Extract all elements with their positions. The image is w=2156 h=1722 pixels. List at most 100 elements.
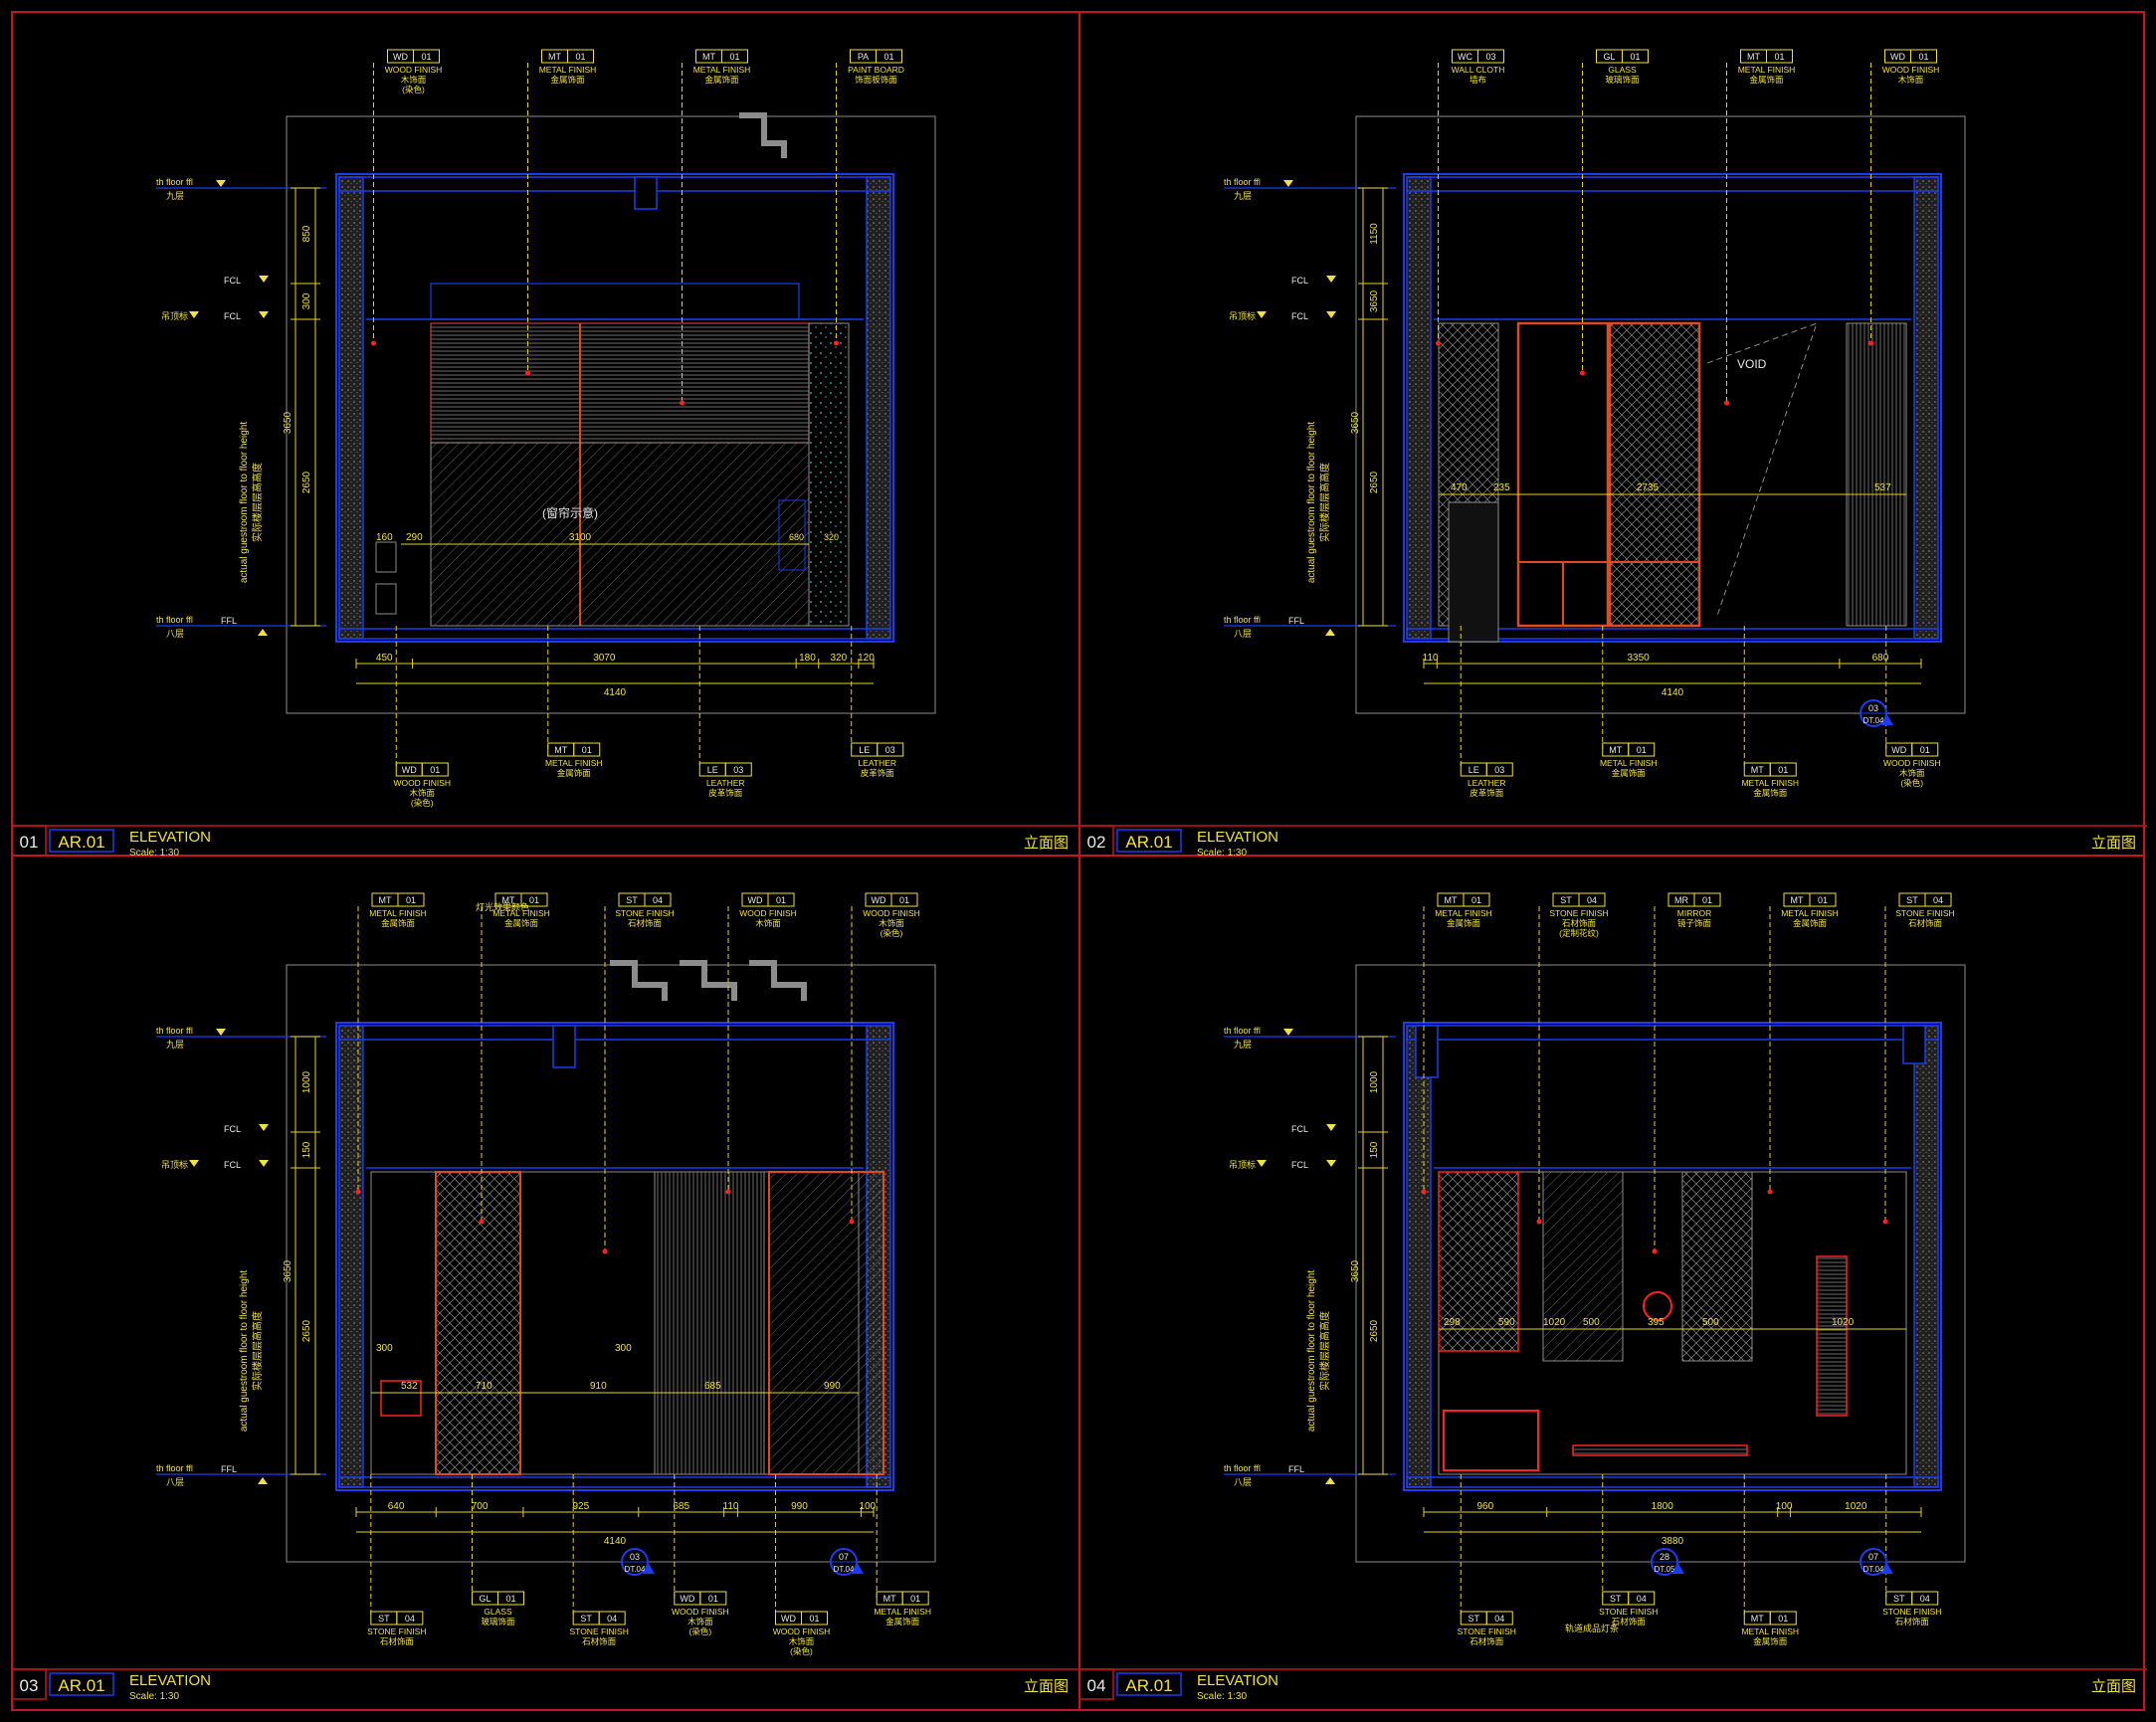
tag-line1: METAL FINISH xyxy=(693,65,751,75)
tag-line1: WOOD FINISH xyxy=(385,65,443,75)
title-num-box xyxy=(11,825,47,857)
tag-line2: 石材饰面 xyxy=(1895,1617,1930,1626)
tag-code: ST xyxy=(1560,895,1572,905)
tag-line2: 皮革饰面 xyxy=(861,768,895,778)
tag-line1: WALL CLOTH xyxy=(1452,65,1505,75)
height-note: actual guestroom floor to floor height xyxy=(1306,1270,1317,1433)
tag-line3: (染色) xyxy=(688,1626,711,1636)
dim-v-text: 150 xyxy=(301,1141,312,1158)
panel-title: ELEVATION xyxy=(1197,1672,1278,1689)
panel-number: 04 xyxy=(1087,1676,1106,1695)
inner-dim: 2735 xyxy=(1637,482,1660,493)
level-arrow-icon xyxy=(1325,629,1335,636)
tag-num: 01 xyxy=(575,52,585,62)
inner-dim: 160 xyxy=(376,532,393,543)
tag-line1: METAL FINISH xyxy=(1600,758,1658,768)
tag-num-box xyxy=(1628,742,1656,757)
level-arrow-icon xyxy=(1257,311,1267,318)
tag-code: MT xyxy=(1609,745,1622,755)
leader-dot xyxy=(1767,1189,1773,1195)
inner-dim: 500 xyxy=(1702,1317,1719,1328)
callout-sheet: DT.04 xyxy=(1863,716,1884,725)
tag-line2: 金属饰面 xyxy=(550,75,585,85)
tag-line1: STONE FINISH xyxy=(569,1626,628,1636)
leader-dot xyxy=(725,1189,731,1195)
fcl-label: FCL xyxy=(224,1160,241,1170)
callout-sheet: DT.04 xyxy=(625,1565,646,1574)
tag-line1: WOOD FINISH xyxy=(739,908,797,918)
dim-h-total: 4140 xyxy=(1662,687,1684,698)
tag-line2: 木饰面 xyxy=(879,918,904,928)
sheet-box xyxy=(49,829,114,853)
sheet-number: AR.01 xyxy=(1125,833,1172,852)
tag-num-box xyxy=(421,762,449,777)
inner-dim: 300 xyxy=(376,1343,393,1354)
tag-line2: 石材饰面 xyxy=(628,918,663,928)
tag-num-box xyxy=(573,742,601,757)
panel-number: 01 xyxy=(20,833,39,852)
fcl-label: FCL xyxy=(1291,311,1308,321)
towel-rack xyxy=(1816,1255,1848,1417)
dim-v-text: 1000 xyxy=(301,1070,312,1093)
window-note: (窗帘示意) xyxy=(542,505,598,520)
drawing-extent xyxy=(1355,115,1966,714)
sheet-number: AR.01 xyxy=(58,1676,104,1695)
dim-h-text: 700 xyxy=(472,1501,489,1512)
tag-code: MT xyxy=(502,895,515,905)
tag-line2: 木饰面 xyxy=(1899,768,1925,778)
left-wall-core xyxy=(1406,176,1432,640)
top-level-cn: 九层 xyxy=(1234,191,1252,201)
dim-h-text: 1020 xyxy=(1845,1501,1867,1512)
tag-extra-note: 灯光效果颜色 xyxy=(476,901,529,912)
inner-dim: 235 xyxy=(1493,482,1510,493)
panel-title-cn: 立面图 xyxy=(1024,835,1069,852)
leader-dot xyxy=(834,340,839,346)
ceiling-level-cn: 吊顶标 xyxy=(1229,310,1256,321)
wall-outline xyxy=(335,1022,894,1491)
right-wall-core xyxy=(1913,176,1939,640)
tag-line1: STONE FINISH xyxy=(1549,908,1608,918)
sheet-box xyxy=(1116,829,1182,853)
inner-dim: 395 xyxy=(1648,1317,1665,1328)
dim-h-text: 100 xyxy=(859,1501,876,1512)
height-note-cn: 实际楼层层高高度 xyxy=(1318,1311,1331,1391)
tag-num-box xyxy=(396,1611,424,1626)
tag-line2: 皮革饰面 xyxy=(1470,788,1504,798)
tag-line1: WOOD FINISH xyxy=(863,908,920,918)
sheet-frame xyxy=(11,11,2145,1711)
height-note-cn: 实际楼层层高高度 xyxy=(251,463,264,542)
tag-line2: 木饰面 xyxy=(789,1636,815,1646)
dim-h-total: 4140 xyxy=(604,1536,627,1547)
tag-num: 01 xyxy=(582,745,592,755)
bottom-level-cn: 八层 xyxy=(166,629,184,639)
dim-h-text: 960 xyxy=(1477,1501,1494,1512)
tag-num-box xyxy=(598,1611,626,1626)
bench xyxy=(1572,1444,1748,1456)
height-note: actual guestroom floor to floor height xyxy=(1306,422,1317,584)
tag-num-box xyxy=(1622,49,1649,64)
tag-num: 03 xyxy=(733,765,743,775)
leader-dot xyxy=(602,1248,608,1254)
tag-num-box xyxy=(1485,1611,1513,1626)
feature-niche xyxy=(1438,1171,1519,1352)
title-num-box xyxy=(1078,1668,1114,1700)
tag-num-box xyxy=(1485,762,1513,777)
dim-v-text: 150 xyxy=(1369,1141,1380,1158)
tag-num-box xyxy=(1911,1591,1939,1606)
tag-num: 01 xyxy=(529,895,539,905)
tag-line2: 石材饰面 xyxy=(582,1636,617,1646)
tag-line3: (染色) xyxy=(881,928,903,938)
tag-code: WD xyxy=(872,895,886,905)
